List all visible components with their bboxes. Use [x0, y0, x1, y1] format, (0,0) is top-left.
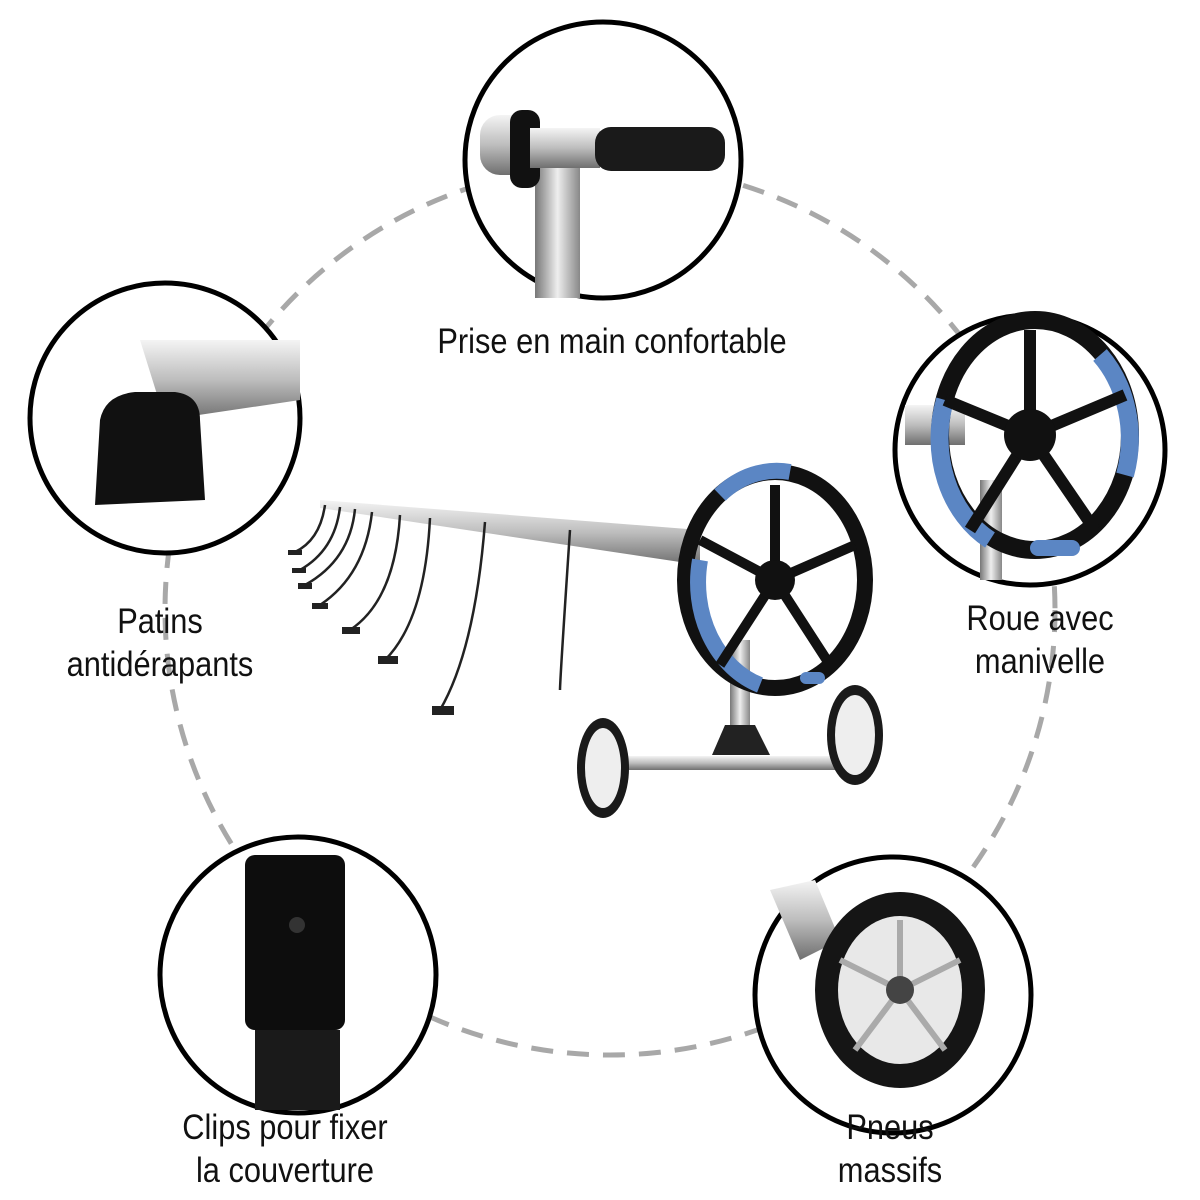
feature-label-clips: Clips pour fixer la couverture — [131, 1106, 439, 1192]
wheel-detail-circle — [892, 311, 1168, 588]
label-line: la couverture — [195, 1151, 375, 1190]
label-line: manivelle — [974, 642, 1106, 681]
label-line: Patins — [117, 602, 203, 641]
feature-label-handle: Prise en main confortable — [392, 320, 832, 363]
handle-detail-circle — [462, 19, 744, 301]
label-line: Roue avec — [966, 599, 1114, 638]
tire-detail-circle — [752, 854, 1034, 1136]
label-line: Prise en main confortable — [437, 322, 787, 361]
label-line: antidérapants — [66, 645, 254, 684]
feature-label-pads: Patins antidérapants — [28, 600, 292, 686]
pad-detail-circle — [27, 280, 303, 556]
label-line: massifs — [837, 1151, 943, 1190]
feature-label-tires: Pneus massifs — [758, 1106, 1022, 1192]
label-line: Clips pour fixer — [182, 1108, 388, 1147]
feature-label-wheel: Roue avec manivelle — [908, 597, 1172, 683]
label-line: Pneus — [846, 1108, 934, 1147]
clip-detail-circle — [157, 834, 439, 1116]
main-product-icon — [288, 462, 883, 818]
